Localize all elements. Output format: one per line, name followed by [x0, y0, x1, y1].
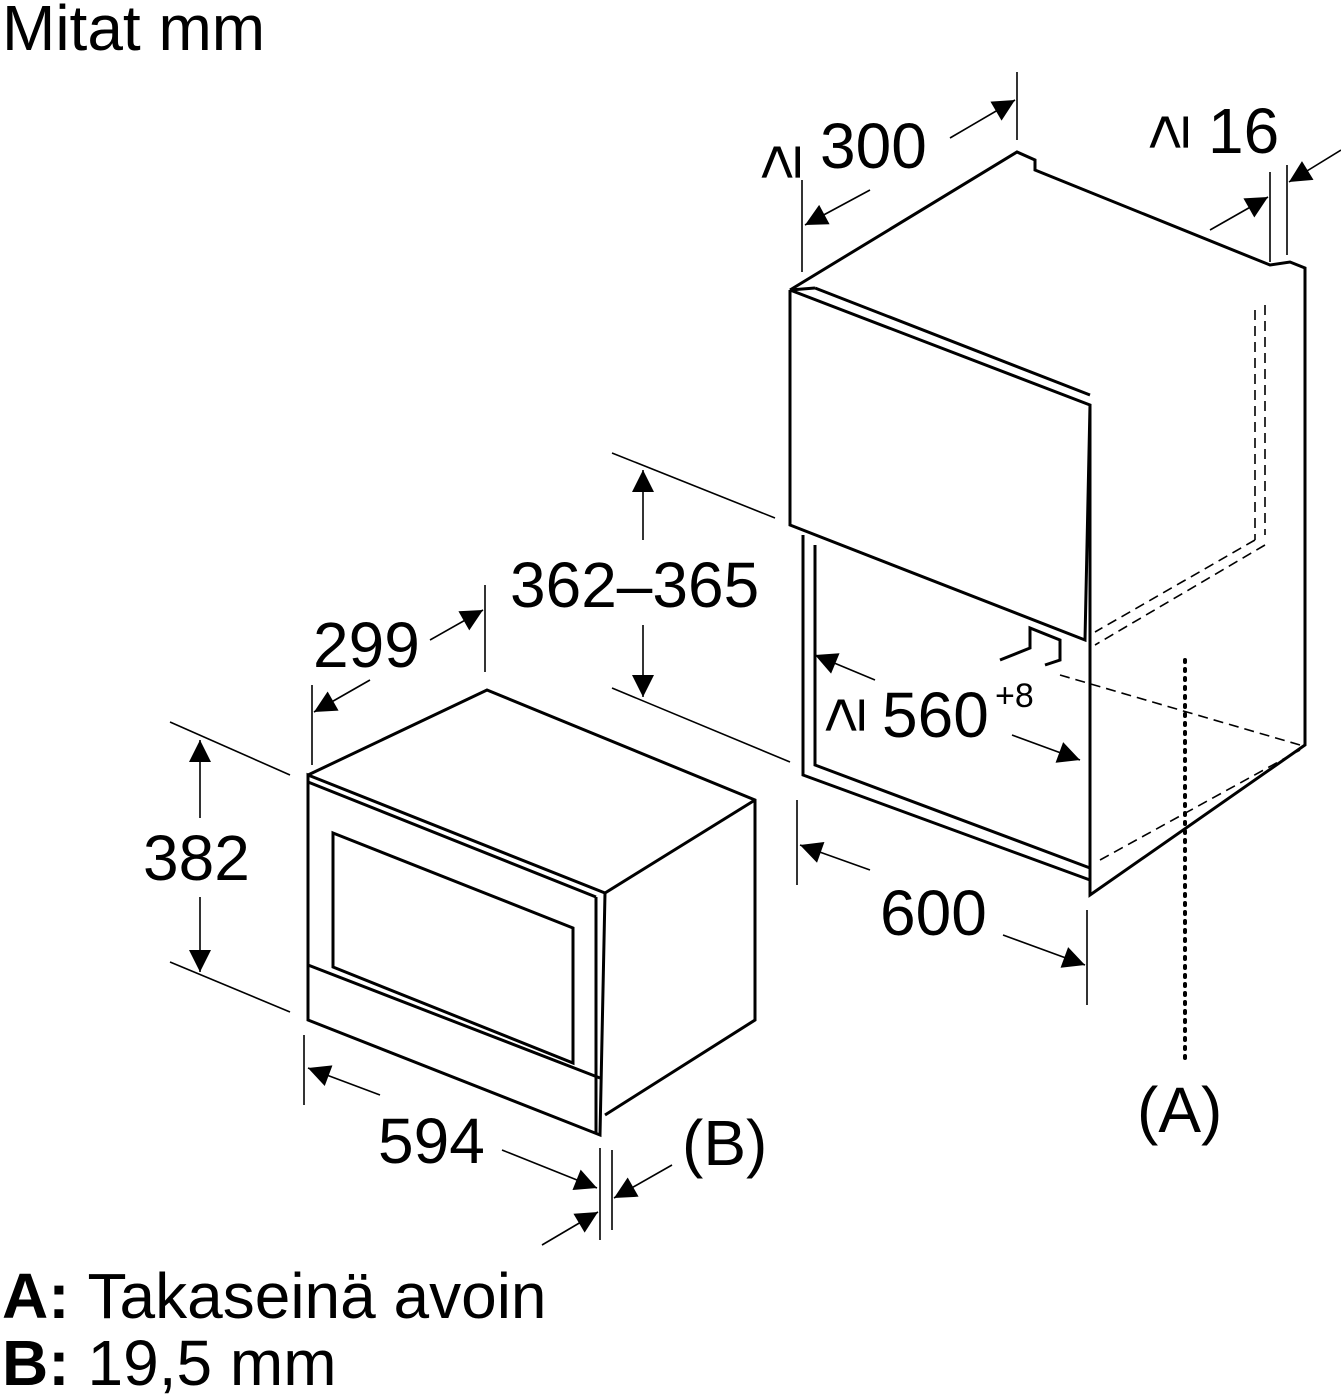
cabinet-depth-label: 300	[820, 110, 927, 182]
niche-width-label: 560	[882, 679, 989, 751]
dimension-lines	[169, 72, 1341, 1246]
ge-symbol: ≥	[742, 144, 814, 179]
appliance-depth-label: 299	[313, 609, 420, 681]
microwave-appliance	[306, 688, 757, 1138]
cabinet-width-label: 600	[880, 877, 987, 949]
legend-a: A:Takaseinä avoin	[2, 1260, 547, 1332]
appliance-height-label: 382	[143, 822, 250, 894]
marker-b-label: (B)	[682, 1107, 767, 1179]
ge-symbol: ≥	[806, 697, 878, 732]
niche-width-tolerance: +8	[995, 677, 1034, 715]
marker-a-label: (A)	[1137, 1074, 1222, 1146]
appliance-width-label: 594	[378, 1105, 485, 1177]
page-title: Mitat mm	[2, 0, 265, 64]
ge-symbol: ≥	[1130, 114, 1202, 149]
cabinet-gap-label: 16	[1208, 95, 1279, 167]
legend-b: B:19,5 mm	[2, 1327, 337, 1399]
niche-height-label: 362–365	[510, 549, 759, 621]
wall-cabinet	[788, 150, 1307, 1062]
